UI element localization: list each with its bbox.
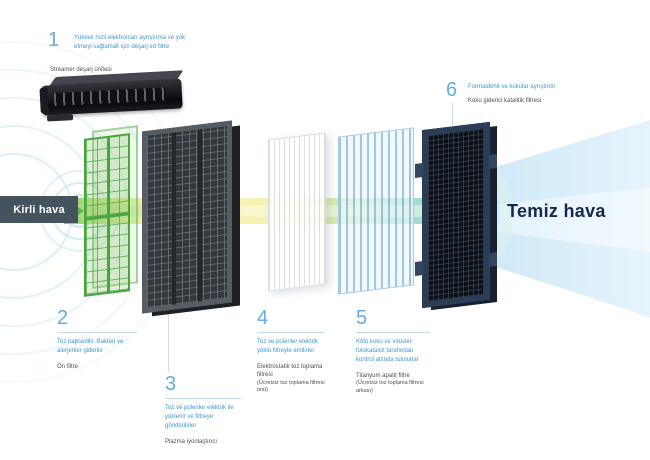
callout-step-2: 2 Toz hapsedilir. Bakteri ve alerjenler … — [57, 308, 137, 371]
step-4-filter-note: (Ücretsiz toz toplama filtresi önü) — [257, 379, 325, 394]
callout-6-connector-line — [452, 103, 453, 126]
callout-divider-line — [165, 398, 241, 399]
step-4-description: Toz ve polenler elektrik yüklü filtreyle… — [257, 339, 319, 354]
step-5-description: Kötü koku ve virüsler fotokatalist taraf… — [356, 339, 419, 363]
callout-step-4: 4 Toz ve polenler elektrik yüklü filtrey… — [257, 308, 325, 395]
streamer-unit-grille — [53, 87, 167, 107]
step-1-filter-name: Streamer deşarj ünitesi — [50, 67, 112, 73]
dirty-air-label: Kirli hava — [0, 196, 78, 223]
electrostatic-filter-panel — [268, 132, 326, 292]
filter-mount-tab — [489, 252, 497, 268]
step-5-filter-name: Titanyum apatit filtre — [356, 373, 410, 379]
streamer-unit-bracket — [46, 114, 74, 122]
callout-3-connector-line — [168, 306, 169, 372]
step-5-number: 5 — [356, 307, 368, 329]
callout-step-1: 1 Yüksek hızlı elektronları ayrıştırma v… — [48, 29, 208, 73]
step-1-description: Yüksek hızlı elektronları ayrıştırma ve … — [74, 35, 186, 50]
step-4-filter-name: Elektrostatik toz toplama filtresi — [257, 364, 323, 379]
step-2-filter-name: Ön filtre — [57, 364, 79, 370]
callout-divider-line — [57, 332, 137, 333]
step-3-number: 3 — [165, 373, 177, 395]
clean-air-label: Temiz hava — [507, 201, 606, 221]
streamer-discharge-unit — [39, 68, 189, 124]
callout-divider-line — [257, 332, 325, 333]
step-4-number: 4 — [257, 307, 269, 329]
clean-air-cone — [486, 120, 650, 318]
step-6-filter-name: Koku giderici katalitik filtresi — [468, 98, 542, 104]
step-1-number: 1 — [48, 29, 60, 51]
streamer-unit-body — [41, 78, 183, 116]
plasma-divider — [171, 132, 176, 305]
step-2-description: Toz hapsedilir. Bakteri ve alerjenler gi… — [57, 339, 124, 354]
filter-mount-tab — [415, 162, 423, 178]
step-6-description: Formaldehit ve kokular ayrıştırılır — [468, 84, 556, 90]
pre-filter-crossbar-vertical — [107, 137, 110, 292]
callout-divider-line — [356, 332, 430, 333]
step-2-number: 2 — [57, 307, 69, 329]
callout-step-6: 6 Formaldehit ve kokular ayrıştırılır Ko… — [446, 79, 621, 104]
step-3-description: Toz ve polenler elektrik ile yüklenir ve… — [165, 405, 234, 429]
step-5-filter-note: (Ücretsiz toz toplama filtresi arkası) — [356, 380, 424, 395]
callout-step-5: 5 Kötü koku ve virüsler fotokatalist tar… — [356, 308, 430, 396]
plasma-ionizer-panel — [142, 120, 232, 314]
titanium-apatite-filter-panel — [338, 127, 414, 295]
callout-step-3: 3 Toz ve polenler elektrik ile yüklenir … — [165, 374, 241, 446]
plasma-divider — [198, 129, 203, 302]
filter-mount-tab — [489, 153, 497, 169]
step-6-number: 6 — [446, 79, 458, 101]
step-3-filter-name: Plazma iyonlaştırıcı — [165, 439, 218, 445]
pre-filter-panel — [84, 133, 130, 297]
deodorizing-catalyst-filter-panel — [415, 121, 497, 309]
streamer-unit-end-cap — [39, 87, 49, 114]
filter-mount-tab — [415, 261, 423, 277]
